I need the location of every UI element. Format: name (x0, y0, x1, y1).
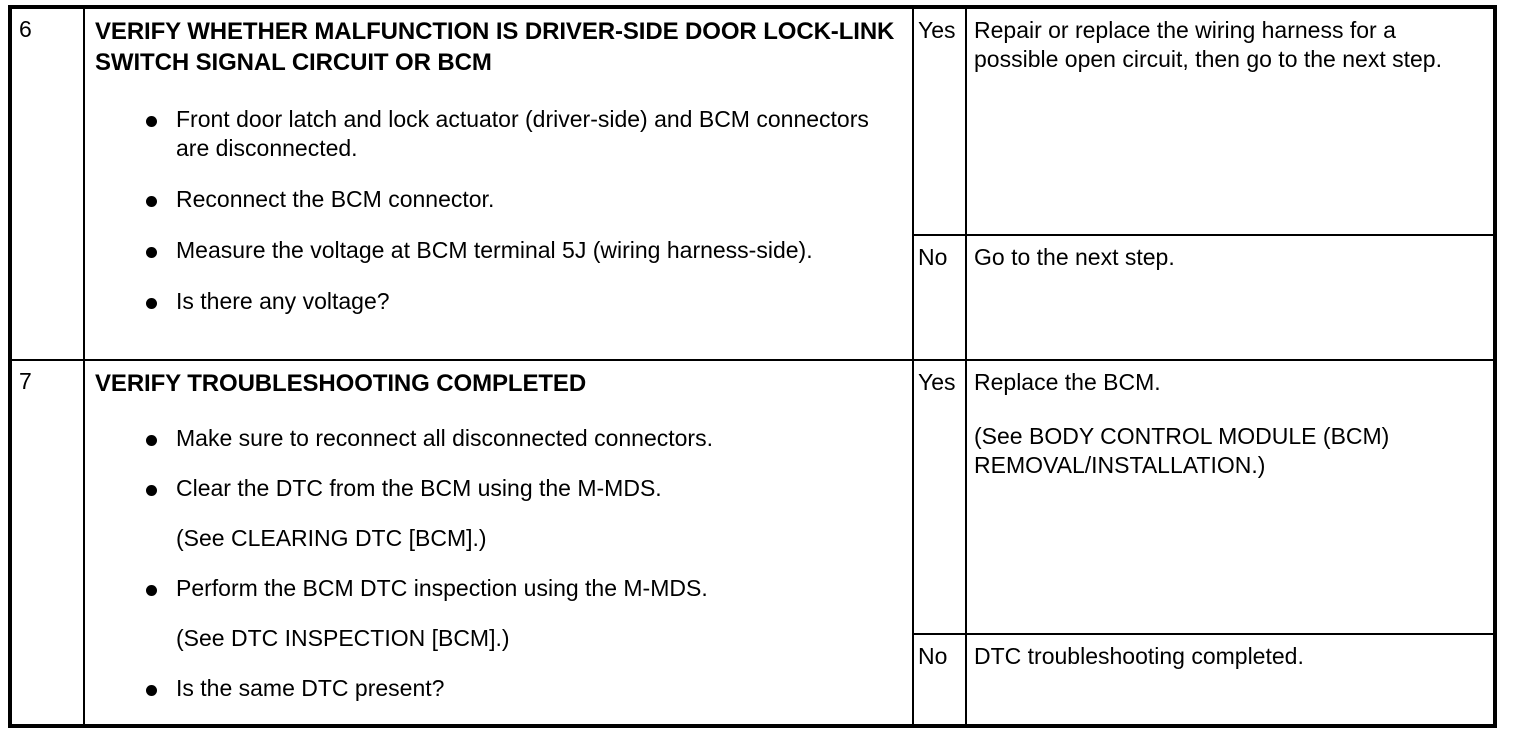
result-action-text: Repair or replace the wiring harness for… (965, 9, 1493, 234)
bullet-dot-icon (146, 585, 157, 596)
bullet-dot-icon (146, 435, 157, 446)
result-block-yes: Yes Replace the BCM. (See BODY CONTROL M… (914, 361, 1493, 633)
list-item-text: (See DTC INSPECTION [BCM].) (176, 625, 510, 651)
list-item-note: (See DTC INSPECTION [BCM].) (95, 624, 902, 653)
bullet-dot-icon (146, 247, 157, 258)
result-action-text: Go to the next step. (965, 236, 1493, 359)
list-item-text: Is the same DTC present? (176, 675, 445, 701)
list-item-text: Measure the voltage at BCM terminal 5J (… (176, 237, 813, 263)
result-paragraph: Go to the next step. (974, 244, 1175, 270)
result-block-yes: Yes Repair or replace the wiring harness… (914, 9, 1493, 234)
result-key-label: No (918, 643, 948, 669)
list-item-text: Front door latch and lock actuator (driv… (176, 106, 869, 161)
step-result-cell: Yes Repair or replace the wiring harness… (912, 9, 1493, 359)
result-action-text: Replace the BCM. (See BODY CONTROL MODUL… (965, 361, 1493, 633)
result-paragraph: Repair or replace the wiring harness for… (974, 17, 1442, 72)
list-item: Perform the BCM DTC inspection using the… (95, 574, 902, 603)
step-bullet-list: Front door latch and lock actuator (driv… (95, 105, 902, 316)
step-number-cell: 7 (12, 361, 83, 724)
result-paragraph: (See BODY CONTROL MODULE (BCM) REMOVAL/I… (974, 423, 1390, 478)
list-item: Clear the DTC from the BCM using the M-M… (95, 474, 902, 503)
list-item-note: (See CLEARING DTC [BCM].) (95, 524, 902, 553)
result-key-label: Yes (918, 369, 956, 395)
list-item-text: Perform the BCM DTC inspection using the… (176, 575, 708, 601)
bullet-dot-icon (146, 685, 157, 696)
result-key-label: No (918, 244, 948, 270)
bullet-dot-icon (146, 116, 157, 127)
step-result-cell: Yes Replace the BCM. (See BODY CONTROL M… (912, 361, 1493, 724)
list-item: Is there any voltage? (95, 287, 902, 316)
list-item-text: (See CLEARING DTC [BCM].) (176, 525, 487, 551)
step-heading: VERIFY TROUBLESHOOTING COMPLETED (95, 370, 587, 397)
step-bullet-list: Make sure to reconnect all disconnected … (95, 424, 902, 703)
list-item-text: Make sure to reconnect all disconnected … (176, 425, 713, 451)
step-number-cell: 6 (12, 9, 83, 359)
result-block-no: No Go to the next step. (914, 234, 1493, 359)
list-item-text: Is there any voltage? (176, 288, 390, 314)
step-description-cell: VERIFY TROUBLESHOOTING COMPLETED Make su… (83, 361, 912, 724)
bullet-dot-icon (146, 196, 157, 207)
table-row: 6 VERIFY WHETHER MALFUNCTION IS DRIVER-S… (12, 9, 1493, 359)
bullet-dot-icon (146, 485, 157, 496)
list-item: Make sure to reconnect all disconnected … (95, 424, 902, 453)
result-paragraph: Replace the BCM. (974, 369, 1161, 395)
list-item-text: Clear the DTC from the BCM using the M-M… (176, 475, 662, 501)
step-heading: VERIFY WHETHER MALFUNCTION IS DRIVER-SID… (95, 18, 895, 76)
list-item: Front door latch and lock actuator (driv… (95, 105, 902, 163)
result-block-no: No DTC troubleshooting completed. (914, 633, 1493, 724)
list-item: Reconnect the BCM connector. (95, 185, 902, 214)
troubleshooting-table: 6 VERIFY WHETHER MALFUNCTION IS DRIVER-S… (8, 5, 1497, 728)
list-item-text: Reconnect the BCM connector. (176, 186, 495, 212)
result-action-text: DTC troubleshooting completed. (965, 635, 1493, 724)
result-key-label: Yes (918, 17, 956, 43)
list-item: Is the same DTC present? (95, 674, 902, 703)
list-item: Measure the voltage at BCM terminal 5J (… (95, 236, 902, 265)
result-paragraph: DTC troubleshooting completed. (974, 643, 1304, 669)
step-description-cell: VERIFY WHETHER MALFUNCTION IS DRIVER-SID… (83, 9, 912, 359)
table-row: 7 VERIFY TROUBLESHOOTING COMPLETED Make … (12, 359, 1493, 724)
step-number: 7 (19, 368, 32, 394)
step-number: 6 (19, 16, 32, 42)
bullet-dot-icon (146, 298, 157, 309)
